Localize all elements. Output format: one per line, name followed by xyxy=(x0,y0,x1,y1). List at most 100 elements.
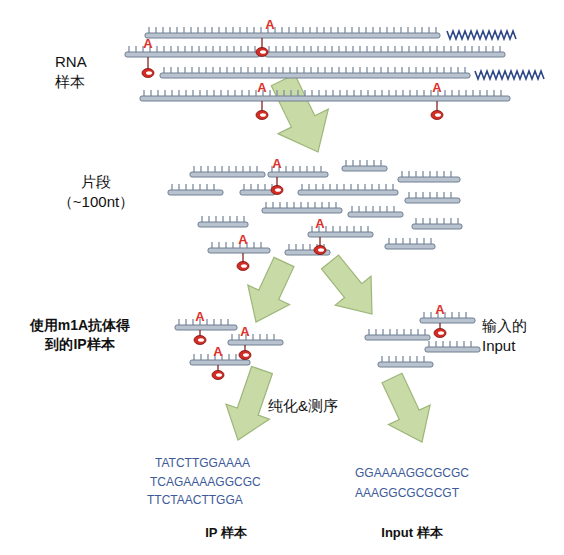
nucleotide-tick xyxy=(450,46,451,52)
nucleotide-tick xyxy=(279,202,280,208)
nucleotide-tick xyxy=(345,67,346,73)
flow-arrows xyxy=(226,74,430,442)
nucleotide-tick xyxy=(366,160,367,166)
nucleotide-tick xyxy=(402,238,403,244)
sample-label: IP 样本 xyxy=(176,524,276,542)
nucleotide-tick xyxy=(415,171,416,177)
nucleotide-tick xyxy=(171,184,172,190)
nucleotide-tick xyxy=(315,184,316,190)
nucleotide-tick xyxy=(393,27,394,33)
nucleotide-tick xyxy=(436,218,437,224)
stage-label: 使用m1A抗体得 到的IP样本 xyxy=(18,316,142,354)
nucleotide-tick xyxy=(421,27,422,33)
nucleotide-tick xyxy=(457,67,458,73)
nucleotide-tick xyxy=(293,202,294,208)
nucleotide-tick xyxy=(178,184,179,190)
nucleotide-tick xyxy=(300,202,301,208)
polya-tail xyxy=(475,71,544,79)
nucleotide-tick xyxy=(346,90,347,96)
nucleotide-tick xyxy=(382,329,383,335)
strand-backbone xyxy=(405,198,460,203)
nucleotide-tick xyxy=(486,90,487,96)
nucleotide-tick xyxy=(193,166,194,172)
nucleotide-tick xyxy=(385,184,386,190)
nucleotide-tick xyxy=(332,226,333,232)
nucleotide-tick xyxy=(396,329,397,335)
nucleotide-tick xyxy=(228,354,229,360)
nucleotide-tick xyxy=(206,319,207,325)
nucleotide-tick xyxy=(178,90,179,96)
lollipop-shine xyxy=(260,113,266,117)
nucleotide-tick xyxy=(192,319,193,325)
nucleotide-tick xyxy=(464,67,465,73)
nucleotide-tick xyxy=(358,27,359,33)
nucleotide-tick xyxy=(235,166,236,172)
nucleotide-tick xyxy=(220,319,221,325)
process-arrow xyxy=(271,74,328,152)
nucleotide-tick xyxy=(428,27,429,33)
nucleotide-tick xyxy=(464,46,465,52)
nucleotide-tick xyxy=(330,27,331,33)
nucleotide-tick xyxy=(423,312,424,318)
nucleotide-tick xyxy=(472,90,473,96)
nucleotide-tick xyxy=(309,27,310,33)
nucleotide-tick xyxy=(324,67,325,73)
nucleotide-tick xyxy=(430,312,431,318)
nucleotide-tick xyxy=(352,160,353,166)
nucleotide-tick xyxy=(164,90,165,96)
nucleotide-tick xyxy=(338,46,339,52)
strand-backbone xyxy=(140,96,510,101)
nucleotide-tick xyxy=(360,226,361,232)
process-arrow xyxy=(226,366,272,440)
nucleotide-tick xyxy=(478,46,479,52)
nucleotide-tick xyxy=(415,46,416,52)
nucleotide-tick xyxy=(207,354,208,360)
nucleotide-tick xyxy=(192,184,193,190)
nucleotide-tick xyxy=(170,67,171,73)
lollipop-head xyxy=(256,48,268,57)
nucleotide-tick xyxy=(465,312,466,318)
nucleotide-tick xyxy=(226,67,227,73)
nucleotide-tick xyxy=(285,166,286,172)
nucleotide-tick xyxy=(220,90,221,96)
rna-strand xyxy=(198,216,248,227)
nucleotide-tick xyxy=(269,90,270,96)
rna-strand xyxy=(298,184,398,195)
nucleotide-tick xyxy=(236,216,237,222)
nucleotide-tick xyxy=(389,329,390,335)
nucleotide-tick xyxy=(241,90,242,96)
lollipop-shine xyxy=(318,248,324,252)
nucleotide-tick xyxy=(322,184,323,190)
nucleotide-tick xyxy=(443,46,444,52)
m1a-lollipop xyxy=(237,253,249,271)
nucleotide-tick xyxy=(156,46,157,52)
nucleotide-tick xyxy=(254,46,255,52)
nucleotide-tick xyxy=(320,166,321,172)
lollipop-stick xyxy=(319,237,320,246)
nucleotide-tick xyxy=(436,171,437,177)
nucleotide-tick xyxy=(225,27,226,33)
nucleotide-tick xyxy=(353,90,354,96)
lollipop-head xyxy=(431,111,443,120)
nucleotide-tick xyxy=(242,166,243,172)
strand-backbone xyxy=(265,52,505,57)
nucleotide-tick xyxy=(128,46,129,52)
nucleotide-tick xyxy=(232,27,233,33)
sample-label: Input 样本 xyxy=(352,524,472,542)
rna-strand xyxy=(412,218,462,229)
nucleotide-tick xyxy=(309,244,310,250)
m1a-lollipop xyxy=(431,101,443,120)
nucleotide-tick xyxy=(429,171,430,177)
nucleotide-tick xyxy=(359,160,360,166)
nucleotide-tick xyxy=(283,90,284,96)
nucleotide-tick xyxy=(313,166,314,172)
nucleotide-tick xyxy=(374,90,375,96)
m1a-lollipop xyxy=(194,330,206,345)
nucleotide-tick xyxy=(281,27,282,33)
nucleotide-tick xyxy=(307,202,308,208)
nucleotide-tick xyxy=(422,171,423,177)
nucleotide-tick xyxy=(395,238,396,244)
nucleotide-tick xyxy=(177,46,178,52)
nucleotide-tick xyxy=(379,27,380,33)
process-arrow xyxy=(321,255,372,314)
